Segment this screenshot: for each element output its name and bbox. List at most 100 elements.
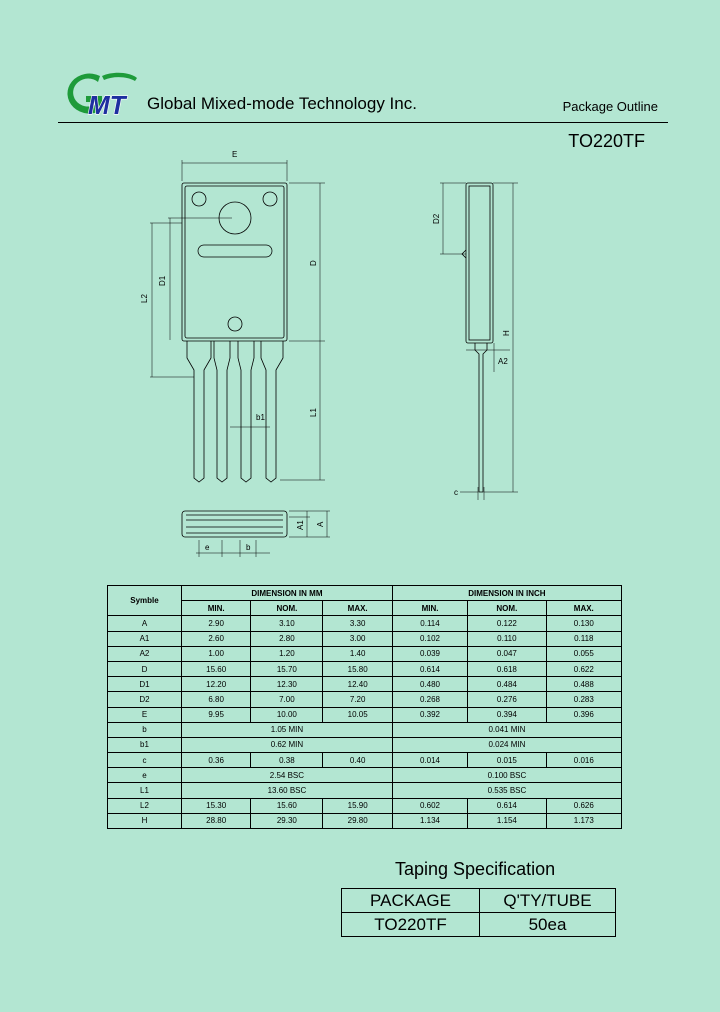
table-cell: 3.00 (322, 630, 393, 647)
col-min-mm: MIN. (180, 600, 252, 617)
table-cell-inch: 0.535 BSC (391, 782, 623, 799)
table-cell: 0.36 (180, 752, 252, 769)
taping-header-qty: Q'TY/TUBE (479, 888, 616, 913)
taping-header-package: PACKAGE (341, 888, 480, 913)
table-cell: 0.488 (545, 676, 623, 693)
row-symbol: D (107, 660, 182, 678)
dim-label-D: D (309, 260, 318, 266)
document-type: Package Outline (562, 99, 658, 114)
taping-data-row: TO220TF 50ea (341, 912, 616, 937)
table-cell: 0.480 (391, 676, 469, 693)
dim-label-D1: D1 (158, 275, 167, 286)
table-cell-inch: 0.041 MIN (391, 721, 623, 738)
table-cell: 7.20 (322, 691, 393, 708)
package-outline-drawing: E D D1 L2 L1 b1 D2 H A2 c A1 A e b (140, 150, 518, 557)
table-cell: 29.30 (250, 812, 324, 830)
table-cell: 12.30 (250, 676, 324, 693)
mm-header: DIMENSION IN MM (181, 584, 393, 602)
table-cell: 0.118 (545, 630, 623, 647)
dim-label-E: E (232, 150, 237, 159)
table-cell: 0.110 (467, 630, 547, 647)
table-cell: 15.70 (250, 660, 324, 678)
table-cell: 15.60 (250, 797, 324, 814)
table-cell-mm: 2.54 BSC (181, 767, 393, 784)
table-cell: 0.130 (545, 615, 623, 632)
col-nom-inch: NOM. (467, 600, 547, 617)
dim-label-b: b (246, 543, 251, 552)
dim-label-c: c (454, 488, 458, 497)
table-cell: 6.80 (180, 691, 252, 708)
table-cell: 7.00 (250, 691, 324, 708)
table-cell: 0.40 (322, 752, 393, 769)
gmt-logo: MT (67, 72, 137, 118)
table-cell: 0.614 (391, 660, 469, 678)
table-cell: 15.90 (322, 797, 393, 814)
table-cell: 15.30 (180, 797, 252, 814)
table-cell: 3.10 (250, 615, 324, 632)
symbol-header: Symble (107, 584, 182, 617)
row-symbol: H (107, 812, 182, 830)
taping-title: Taping Specification (395, 859, 556, 879)
taping-qty-value: 50ea (479, 912, 616, 937)
dim-label-L2: L2 (140, 294, 149, 303)
table-cell: 0.614 (467, 797, 547, 814)
table-cell: 0.392 (391, 706, 469, 723)
table-cell: 0.016 (545, 752, 623, 769)
dim-label-A: A (316, 521, 325, 527)
col-min-inch: MIN. (391, 600, 469, 617)
table-cell: 12.20 (180, 676, 252, 693)
table-cell: 10.05 (322, 706, 393, 723)
row-symbol: D2 (107, 691, 182, 708)
table-cell: 10.00 (250, 706, 324, 723)
row-symbol: A (107, 615, 182, 632)
table-cell: 0.268 (391, 691, 469, 708)
dim-label-D2: D2 (432, 213, 441, 224)
table-cell: 0.015 (467, 752, 547, 769)
table-cell: 0.014 (391, 752, 469, 769)
table-cell: 3.30 (322, 615, 393, 632)
table-cell: 0.484 (467, 676, 547, 693)
table-cell: 0.039 (391, 645, 469, 662)
table-cell: 0.394 (467, 706, 547, 723)
table-cell: 2.60 (180, 630, 252, 647)
table-cell: 15.60 (180, 660, 252, 678)
table-cell: 0.276 (467, 691, 547, 708)
table-cell: 0.38 (250, 752, 324, 769)
col-max-inch: MAX. (545, 600, 623, 617)
col-max-mm: MAX. (322, 600, 393, 617)
table-cell: 1.40 (322, 645, 393, 662)
row-symbol: L2 (107, 797, 182, 814)
row-symbol: c (107, 752, 182, 769)
table-cell: 2.80 (250, 630, 324, 647)
row-symbol: e (107, 767, 182, 784)
table-cell: 0.055 (545, 645, 623, 662)
taping-package-value: TO220TF (341, 912, 480, 937)
table-cell: 1.173 (545, 812, 623, 830)
table-cell: 29.80 (322, 812, 393, 830)
dim-label-A1: A1 (296, 520, 305, 530)
svg-text:MT: MT (88, 90, 128, 118)
table-cell: 0.047 (467, 645, 547, 662)
dim-label-A2: A2 (498, 357, 508, 366)
row-symbol: b1 (107, 736, 182, 754)
row-symbol: A2 (107, 645, 182, 662)
table-cell-mm: 13.60 BSC (181, 782, 393, 799)
table-cell: 0.626 (545, 797, 623, 814)
table-cell: 0.602 (391, 797, 469, 814)
row-symbol: D1 (107, 676, 182, 693)
row-symbol: L1 (107, 782, 182, 799)
row-symbol: E (107, 706, 182, 723)
table-cell-mm: 0.62 MIN (181, 736, 393, 754)
package-title: TO220TF (568, 131, 645, 151)
dimension-table: Symble DIMENSION IN MM DIMENSION IN INCH… (107, 584, 623, 830)
dim-label-e: e (205, 543, 210, 552)
